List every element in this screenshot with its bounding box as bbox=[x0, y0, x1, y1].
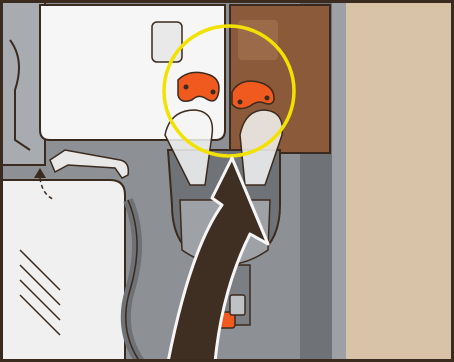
bottom-connector bbox=[230, 295, 245, 315]
lower-left-panel bbox=[0, 180, 125, 362]
left-cabinet bbox=[0, 0, 45, 165]
beige-wall bbox=[346, 0, 454, 362]
tray-slot bbox=[152, 22, 182, 62]
orange-cap-left bbox=[178, 72, 219, 101]
divider-strip-light bbox=[332, 0, 346, 362]
orange-cap-right bbox=[232, 81, 274, 108]
